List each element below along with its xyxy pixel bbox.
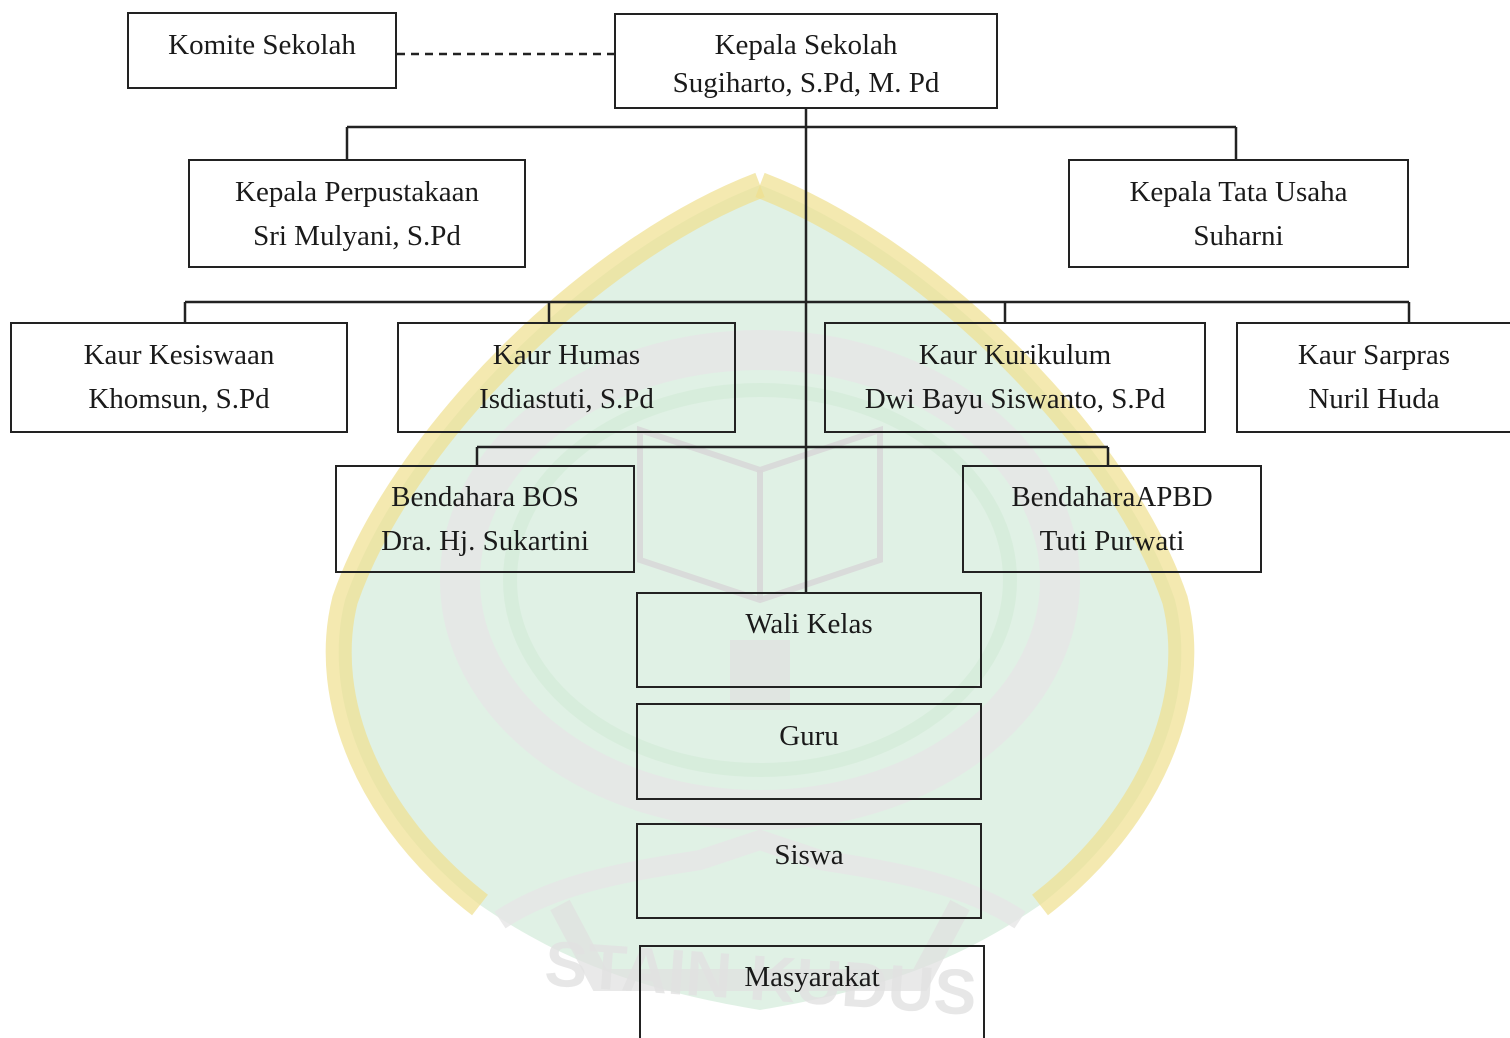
node-bendahara-apbd: BendaharaAPBD Tuti Purwati	[962, 465, 1262, 573]
node-title: Wali Kelas	[745, 608, 873, 640]
node-title: Kepala Tata Usaha	[1129, 176, 1348, 208]
node-person: Sugiharto, S.Pd, M. Pd	[672, 66, 940, 99]
node-kaur-kesiswaan: Kaur Kesiswaan Khomsun, S.Pd	[10, 322, 348, 433]
node-bendahara-bos: Bendahara BOS Dra. Hj. Sukartini	[335, 465, 635, 573]
node-title: Kaur Kesiswaan	[83, 339, 275, 371]
node-masyarakat: Masyarakat	[639, 945, 985, 1038]
node-title: Masyarakat	[744, 961, 880, 993]
node-person: Dra. Hj. Sukartini	[381, 524, 589, 557]
node-title: Kepala Sekolah	[714, 29, 898, 61]
node-title: Kepala Perpustakaan	[235, 176, 479, 208]
node-person: Suharni	[1193, 219, 1284, 252]
node-person: Sri Mulyani, S.Pd	[253, 219, 461, 252]
node-kaur-sarpras: Kaur Sarpras Nuril Huda	[1236, 322, 1510, 433]
node-kepala-tata-usaha: Kepala Tata Usaha Suharni	[1068, 159, 1409, 268]
node-title: Siswa	[774, 839, 844, 871]
node-kepala-perpustakaan: Kepala Perpustakaan Sri Mulyani, S.Pd	[188, 159, 526, 268]
node-title: BendaharaAPBD	[1011, 481, 1213, 513]
node-title: Kaur Sarpras	[1297, 339, 1451, 371]
node-title: Guru	[779, 720, 839, 752]
node-guru: Guru	[636, 703, 982, 800]
node-person: Dwi Bayu Siswanto, S.Pd	[864, 382, 1166, 415]
node-title: Bendahara BOS	[391, 481, 579, 513]
node-title: Kaur Kurikulum	[918, 339, 1112, 371]
node-person: Isdiastuti, S.Pd	[479, 382, 654, 415]
node-kaur-humas: Kaur Humas Isdiastuti, S.Pd	[397, 322, 736, 433]
node-komite-sekolah: Komite Sekolah	[127, 12, 397, 89]
node-person: Tuti Purwati	[1039, 524, 1185, 557]
node-person: Khomsun, S.Pd	[88, 382, 270, 415]
node-person: Nuril Huda	[1308, 382, 1440, 415]
node-title: Kaur Humas	[492, 339, 641, 371]
node-wali-kelas: Wali Kelas	[636, 592, 982, 688]
node-kepala-sekolah: Kepala Sekolah Sugiharto, S.Pd, M. Pd	[614, 13, 998, 109]
node-siswa: Siswa	[636, 823, 982, 919]
node-title: Komite Sekolah	[168, 29, 356, 61]
node-kaur-kurikulum: Kaur Kurikulum Dwi Bayu Siswanto, S.Pd	[824, 322, 1206, 433]
